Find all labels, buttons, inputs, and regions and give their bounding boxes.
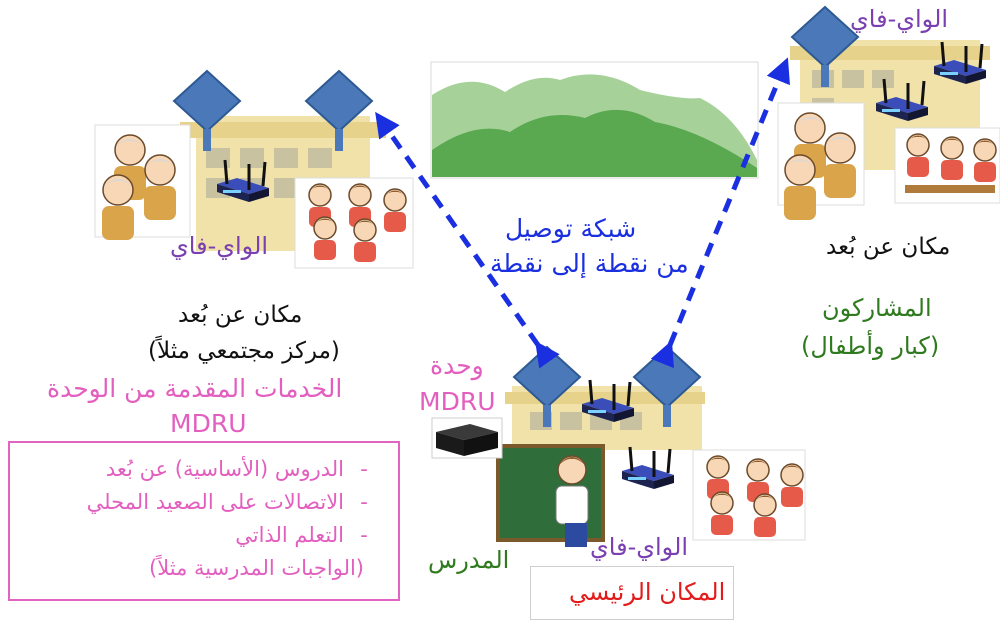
service-item-1: -الدروس (الأساسية) عن بُعد xyxy=(87,453,384,486)
teacher-label: المدرس xyxy=(428,546,510,574)
mdru-label-line2: MDRU xyxy=(419,387,496,416)
participants-label-line2: (كبار وأطفال) xyxy=(801,332,940,360)
services-list: -الدروس (الأساسية) عن بُعد -الاتصالات عل… xyxy=(87,453,384,585)
wifi-label-main: الواي-فاي xyxy=(590,533,689,561)
arrow-to-right-site xyxy=(650,57,790,369)
mountain-image xyxy=(430,61,759,179)
services-title-line2: MDRU xyxy=(170,409,247,438)
service-item-2: -الاتصالات على الصعيد المحلي xyxy=(87,486,384,519)
mdru-device xyxy=(431,417,503,459)
wifi-label-left: الواي-فاي xyxy=(170,232,269,260)
bullet-dash: - xyxy=(360,490,368,514)
network-label-line1: شبكة توصيل xyxy=(505,214,637,243)
wifi-label-right: الواي-فاي xyxy=(850,5,949,33)
remote-left-label-line1: مكان عن بُعد xyxy=(178,302,303,328)
bullet-dash: - xyxy=(360,457,368,481)
remote-site-right xyxy=(777,40,1000,221)
services-title-line1: الخدمات المقدمة من الوحدة xyxy=(47,374,343,403)
network-label-line2: من نقطة إلى نقطة xyxy=(490,249,689,278)
remote-left-label-line2: (مركز مجتمعي مثلاً) xyxy=(148,338,340,364)
p2p-links xyxy=(375,57,790,369)
main-site-box: المكان الرئيسي xyxy=(530,566,734,620)
services-box: -الدروس (الأساسية) عن بُعد -الاتصالات عل… xyxy=(8,441,400,601)
service-item-3-note: (الواجبات المدرسية مثلاً) xyxy=(149,556,364,580)
remote-right-label: مكان عن بُعد xyxy=(826,234,951,260)
participants-label-line1: المشاركون xyxy=(822,294,932,322)
bullet-dash: - xyxy=(360,523,368,547)
service-item-3: -التعلم الذاتي xyxy=(87,519,384,552)
main-site-label: المكان الرئيسي xyxy=(569,578,726,606)
teacher-figure xyxy=(555,455,589,547)
mdru-label-line1: وحدة xyxy=(430,351,484,380)
